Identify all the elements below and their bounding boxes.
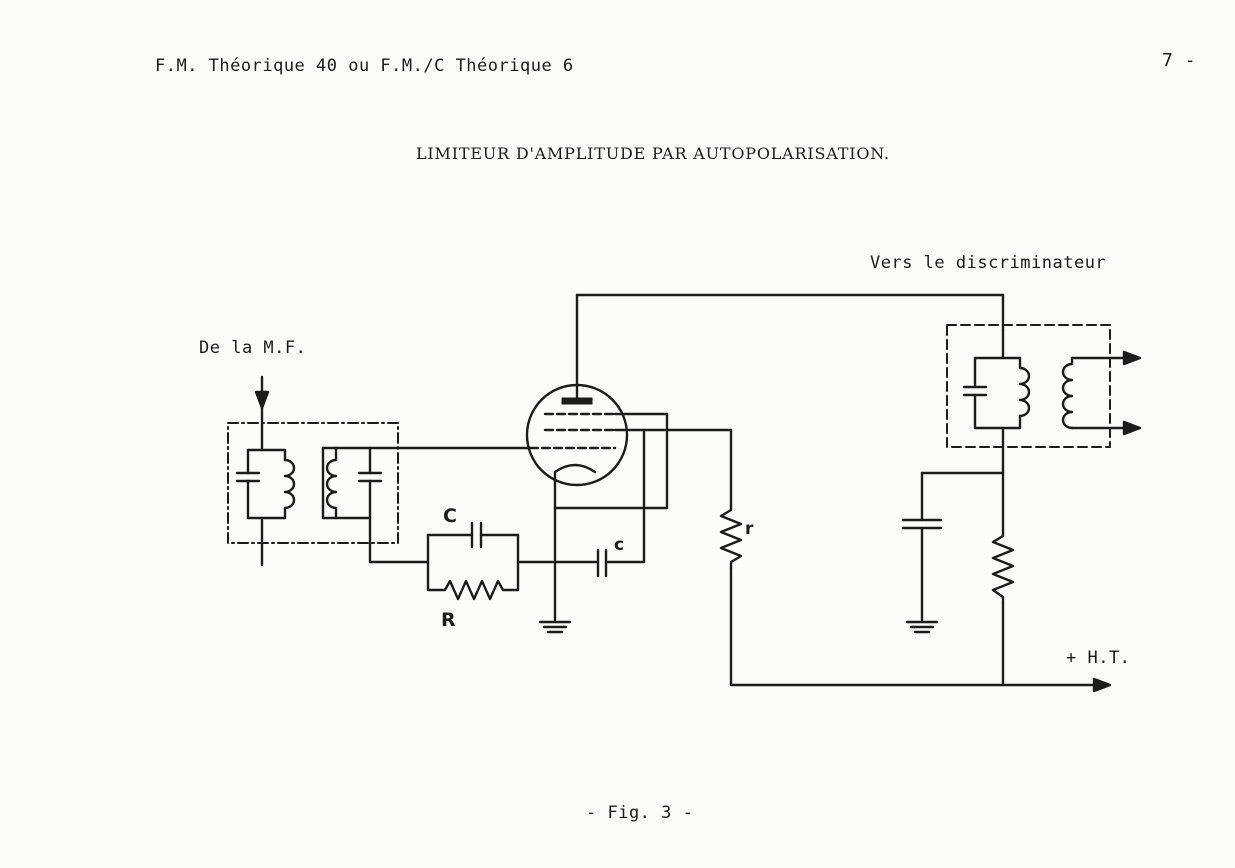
resistor-R-label: R [441,609,456,631]
input-if-transformer [227,375,399,567]
resistor-r-label: r [745,519,754,539]
supply-label: + H.T. [1066,648,1131,668]
capacitor-c-label: c [614,535,625,555]
running-title: F.M. Théorique 40 ou F.M./C Théorique 6 [155,56,574,76]
capacitor-C-label: C [443,505,457,527]
page-number: 7 - [1162,50,1197,71]
grid-leak-rc [426,521,520,601]
figure-caption: - Fig. 3 - [586,803,694,823]
decoupling-resistor [991,528,1015,687]
output-label: Vers le discriminateur [870,253,1107,273]
diagram-title: LIMITEUR D'AMPLITUDE PAR AUTOPOLARISATIO… [416,144,890,163]
input-label: De la M.F. [199,338,307,358]
screen-resistor [719,428,743,687]
output-transformer [946,324,1142,448]
pentode-tube [525,383,669,510]
